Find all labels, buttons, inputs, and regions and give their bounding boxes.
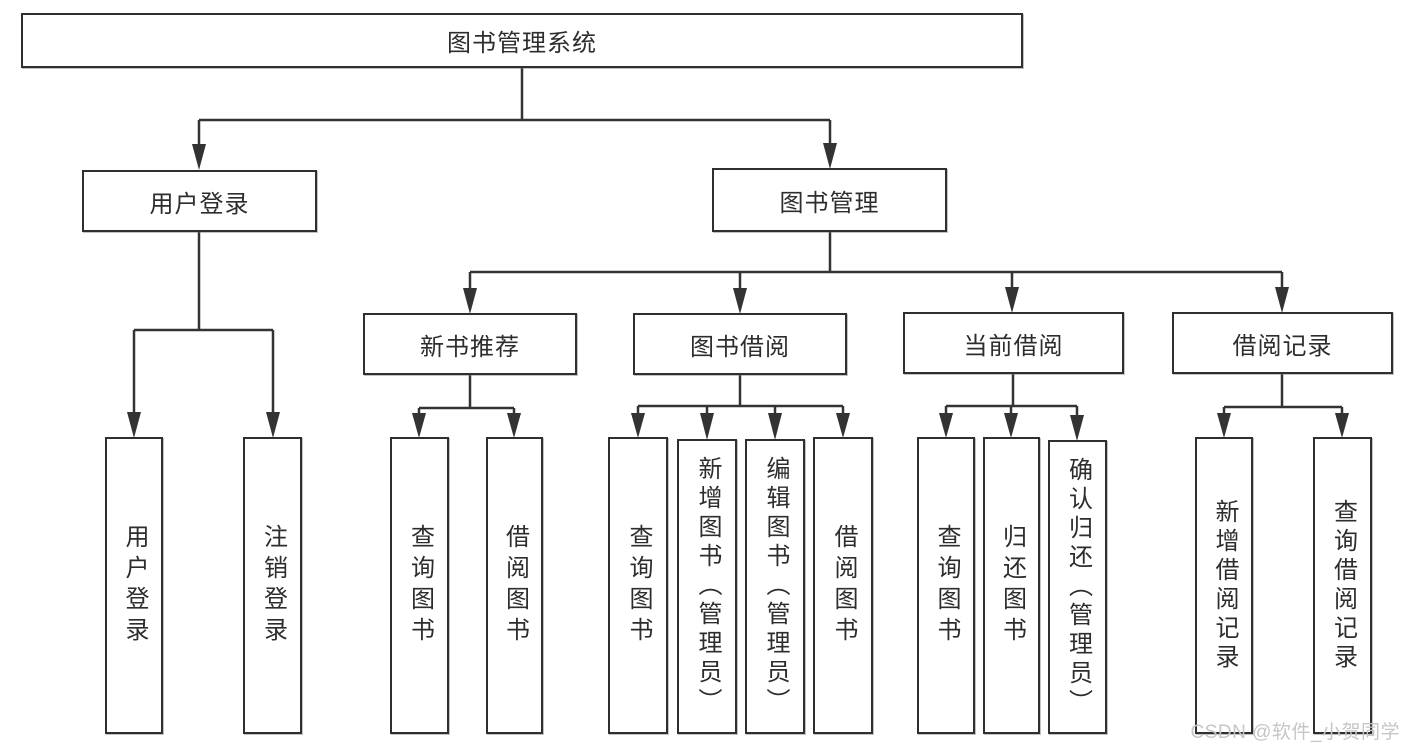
leaf-query-borrow-record: 查询借阅记录 <box>1313 437 1372 734</box>
node-label: 新增借阅记录 <box>1211 498 1238 673</box>
leaf-query-books-3: 查询图书 <box>917 437 975 734</box>
node-label: 注销登录 <box>259 523 287 648</box>
leaf-query-books-1: 查询图书 <box>390 437 449 734</box>
node-borrowing-records: 借阅记录 <box>1172 312 1393 374</box>
node-new-book-recommend: 新书推荐 <box>363 313 577 375</box>
node-label: 借阅图书 <box>830 523 857 648</box>
node-label: 归还图书 <box>998 523 1026 648</box>
node-library-management-system: 图书管理系统 <box>21 13 1023 68</box>
csdn-watermark: CSDN @软件_小贺同学 <box>1190 722 1400 743</box>
leaf-add-borrow-record: 新增借阅记录 <box>1195 437 1253 734</box>
node-label: 当前借阅 <box>963 332 1064 360</box>
node-label: 查询图书 <box>625 523 652 648</box>
leaf-confirm-return-admin: 确认归还（管理员） <box>1048 440 1107 734</box>
node-label: 新书推荐 <box>420 333 520 361</box>
leaf-add-books-admin: 新增图书（管理员） <box>677 439 737 734</box>
node-label: 查询图书 <box>933 523 960 648</box>
node-label: 查询图书 <box>406 523 434 648</box>
node-label: 新增图书（管理员） <box>694 456 721 717</box>
node-label: 确认归还（管理员） <box>1064 456 1092 718</box>
node-label: 查询借阅记录 <box>1329 498 1357 673</box>
node-label: 借阅图书 <box>501 523 529 648</box>
leaf-borrow-books-2: 借阅图书 <box>813 437 873 734</box>
node-label: 借阅记录 <box>1232 332 1333 360</box>
leaf-user-login: 用户登录 <box>105 437 163 734</box>
leaf-borrow-books-1: 借阅图书 <box>486 437 543 734</box>
node-label: 图书借阅 <box>690 333 790 361</box>
node-book-borrowing: 图书借阅 <box>633 313 847 375</box>
node-user-login: 用户登录 <box>82 170 317 232</box>
node-label: 图书管理系统 <box>447 30 597 57</box>
leaf-logout: 注销登录 <box>243 437 302 734</box>
leaf-query-books-2: 查询图书 <box>608 437 668 734</box>
node-book-management: 图书管理 <box>712 168 947 232</box>
leaf-edit-books-admin: 编辑图书（管理员） <box>745 439 805 734</box>
node-label: 用户登录 <box>121 523 148 648</box>
arrowheads <box>127 143 1349 441</box>
node-label: 用户登录 <box>149 190 250 218</box>
node-current-borrowing: 当前借阅 <box>903 312 1124 374</box>
leaf-return-books: 归还图书 <box>983 437 1040 734</box>
node-label: 编辑图书（管理员） <box>762 456 789 717</box>
node-label: 图书管理 <box>779 189 880 217</box>
